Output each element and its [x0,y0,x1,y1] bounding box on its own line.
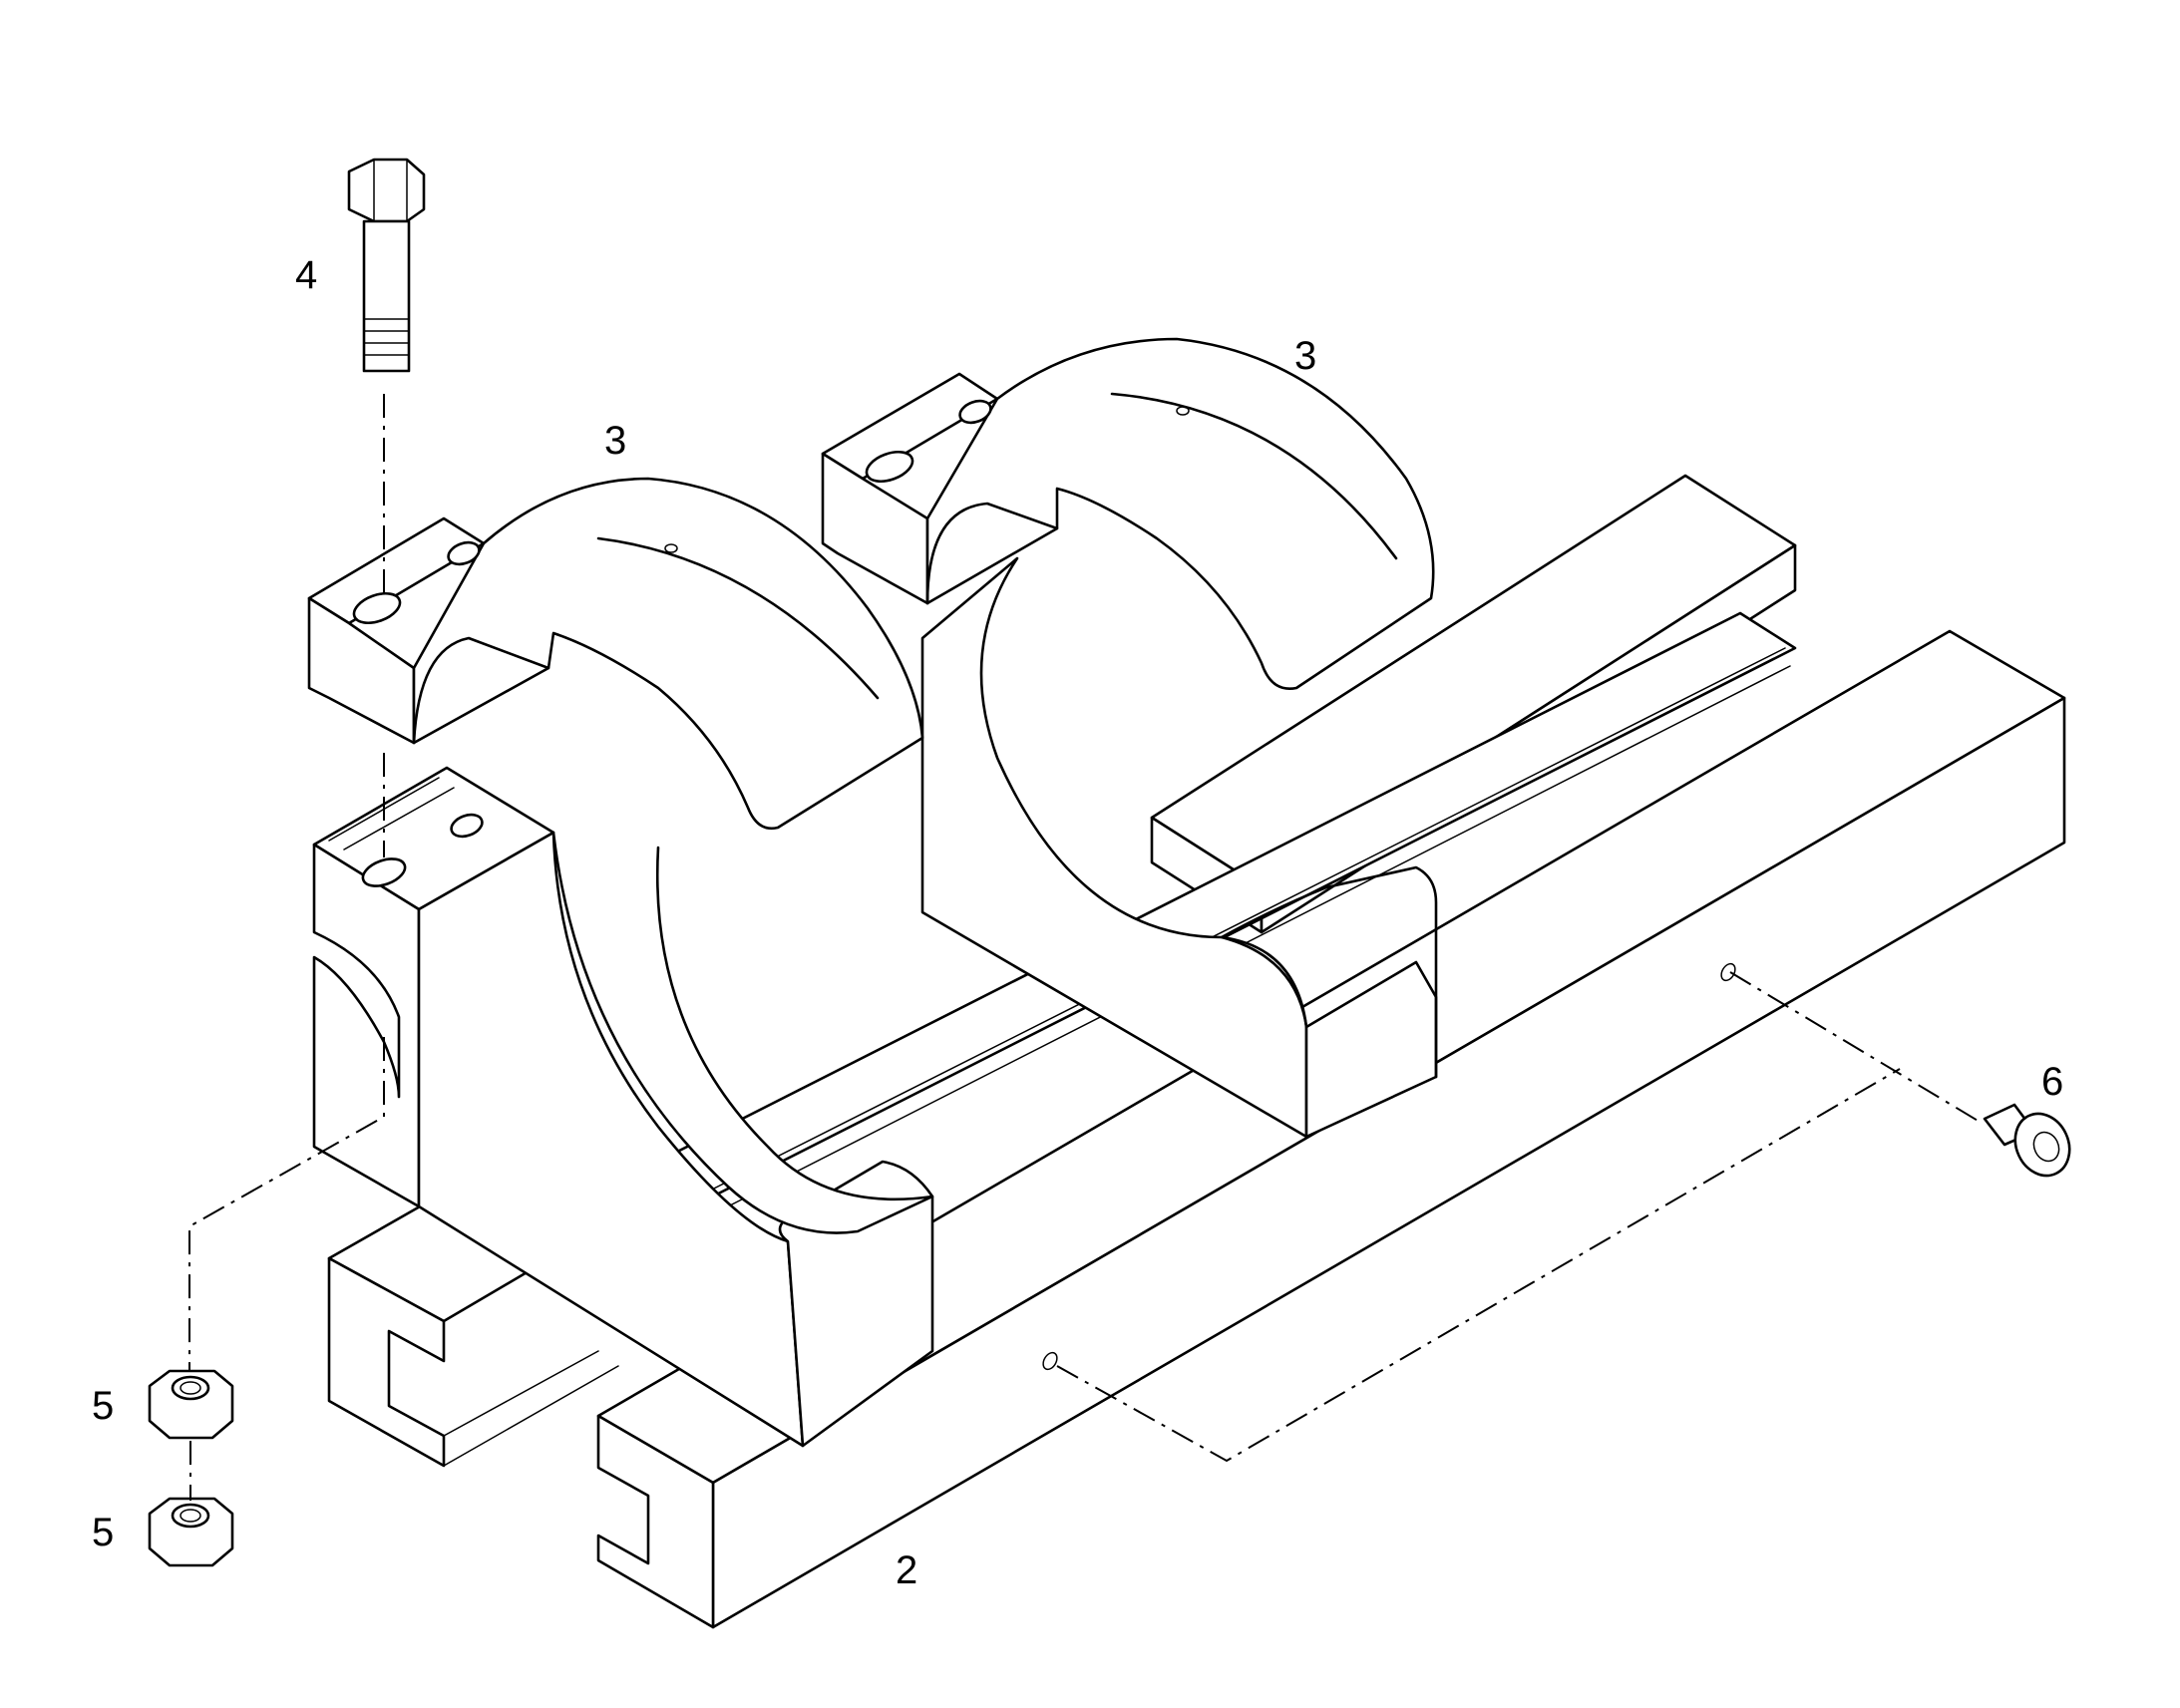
hex-bolt [347,158,426,373]
upper-clamp-left [307,477,924,831]
hex-nut-lower [148,1497,234,1567]
callout-clamp-right: 3 [1294,334,1316,378]
callout-screw: 6 [2041,1060,2063,1104]
assembly-leaders [188,394,1981,1501]
socket-screw [1983,1103,2071,1178]
callout-clamp-left: 3 [604,419,626,463]
callout-bolt: 4 [295,253,317,297]
callout-nut-lower: 5 [92,1511,114,1554]
callout-nut-upper: 5 [92,1384,114,1428]
upper-clamp-right [821,337,1435,690]
callout-rail: 2 [896,1548,917,1592]
front-lower-saddle [312,766,934,1448]
rear-lower-saddle [920,556,1438,1139]
hex-nut-upper [148,1369,234,1440]
